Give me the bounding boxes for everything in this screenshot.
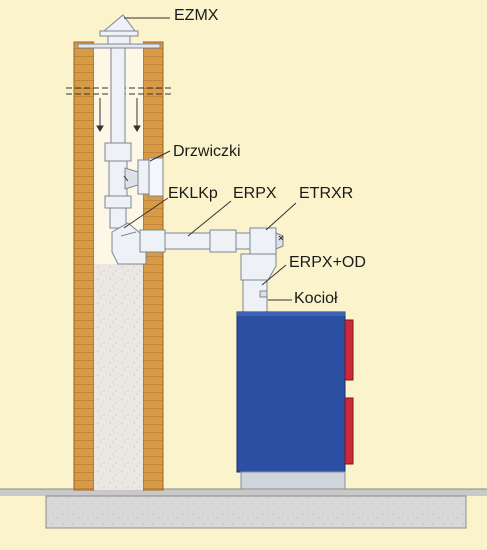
label-erpx: ERPX: [233, 185, 277, 202]
vertical-flue-pipe: [104, 47, 164, 229]
label-ezmx: EZMX: [174, 7, 219, 24]
label-kociol: Kocioł: [294, 290, 338, 307]
ezmx-terminal: [77, 14, 161, 49]
chimney-stack: [66, 41, 172, 491]
erpx-horizontal-pipe: [139, 229, 259, 253]
boiler: [236, 311, 354, 490]
label-eklkp: EKLKp: [168, 185, 218, 202]
airflow-arrows: [96, 98, 141, 132]
leader-lines: [123, 17, 297, 301]
floor-slab: [0, 488, 487, 529]
eklkp-elbow: [111, 222, 147, 265]
label-erpx-od: ERPX+OD: [289, 254, 366, 271]
label-drzwiczki: Drzwiczki: [173, 143, 241, 160]
label-etrxr: ETRXR: [299, 185, 354, 202]
erpx-od-riser: [240, 253, 277, 314]
